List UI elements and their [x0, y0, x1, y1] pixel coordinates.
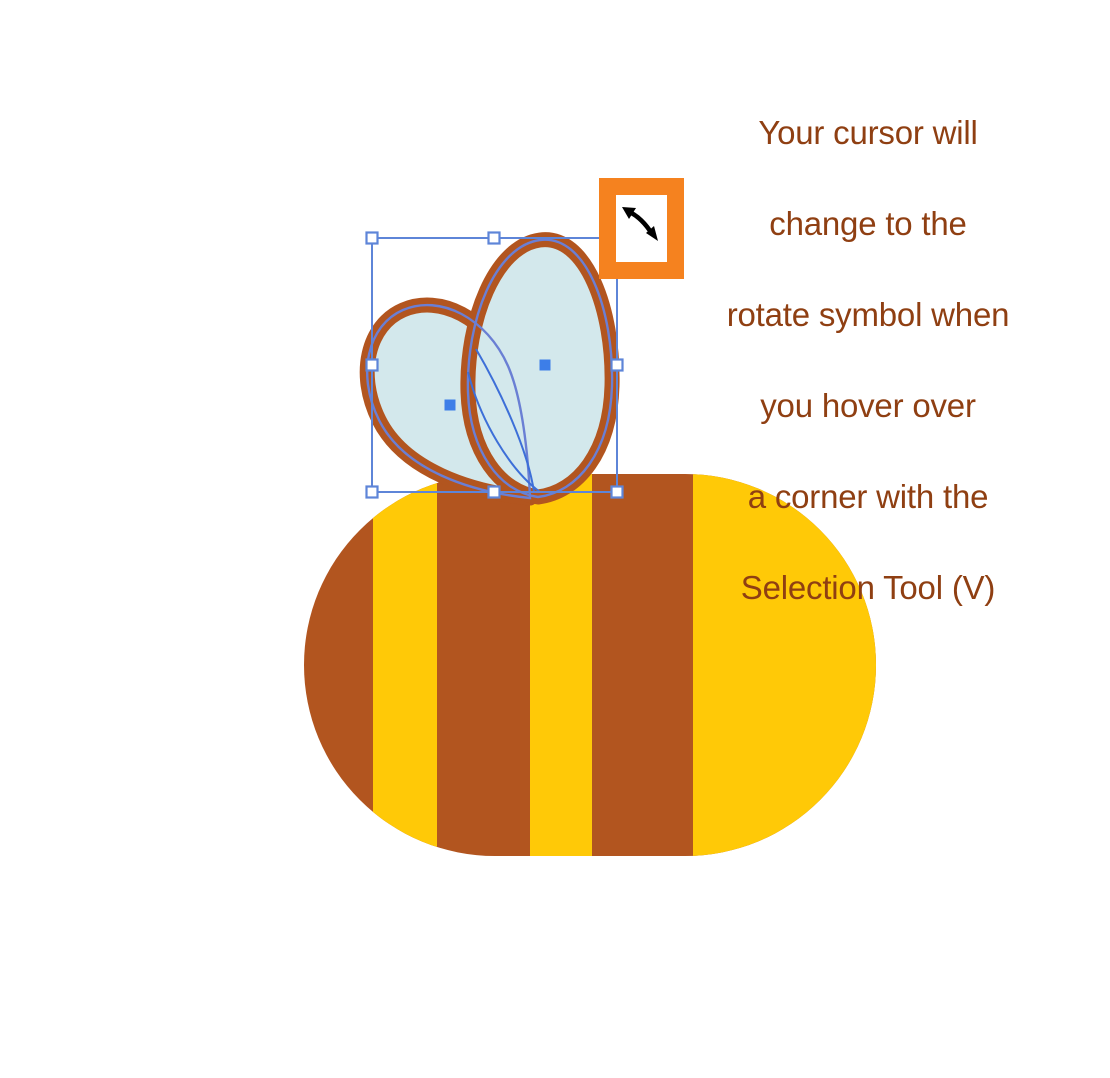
handle-middle-left[interactable]: [365, 358, 379, 372]
bee-wings-group[interactable]: [359, 232, 620, 506]
left-wing-path-outline: [366, 303, 532, 500]
rotate-double-arrow-icon: [622, 207, 658, 241]
bee-stripe-2[interactable]: [530, 468, 592, 862]
handle-bottom-center[interactable]: [487, 485, 501, 499]
handle-top-center[interactable]: [487, 231, 501, 245]
callout-line-5: a corner with the: [747, 477, 989, 515]
handle-middle-right[interactable]: [610, 358, 624, 372]
bee-stripe-1[interactable]: [373, 468, 437, 862]
callout-line-2: change to the: [769, 204, 967, 242]
handle-bottom-right[interactable]: [610, 485, 624, 499]
callout-text: Your cursor will change to the rotate sy…: [683, 64, 1053, 656]
selected-vector-inner-curves: [467, 348, 541, 493]
anchor-left-wing[interactable]: [444, 399, 456, 411]
callout-line-4: you hover over: [760, 386, 976, 424]
callout-line-1: Your cursor will: [758, 113, 978, 151]
right-wing-inner-curve: [467, 371, 541, 493]
left-wing-inner-curve: [475, 348, 535, 493]
handle-top-left[interactable]: [365, 231, 379, 245]
rotate-cursor-zoom-frame: [599, 178, 684, 279]
handle-bottom-left[interactable]: [365, 485, 379, 499]
callout-line-6: Selection Tool (V): [740, 568, 996, 606]
anchor-right-wing[interactable]: [539, 359, 551, 371]
right-wing-path-outline: [466, 238, 614, 499]
selected-vector-paths: [366, 238, 614, 500]
callout-line-3: rotate symbol when: [726, 295, 1010, 333]
anchor-points[interactable]: [444, 359, 551, 411]
